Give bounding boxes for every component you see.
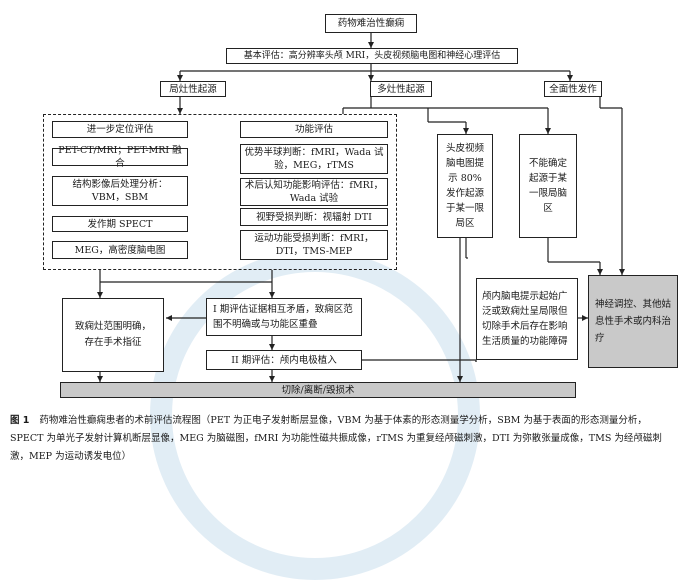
generalized-seizure-box: 全面性发作 bbox=[544, 81, 602, 97]
cannot-determine-box: 不能确定起源于某一限局脑区 bbox=[519, 134, 577, 238]
focal-origin-box: 局灶性起源 bbox=[160, 81, 226, 97]
figure-caption-text: 药物难治性癫痫患者的术前评估流程图（PET 为正电子发射断层显像，VBM 为基于… bbox=[10, 415, 662, 462]
intracranial-eeg-box: 颅内脑电提示起始广泛或致痫灶呈局限但切除手术后存在影响生活质量的功能障碍 bbox=[476, 278, 578, 360]
pet-mri-box: PET-CT/MRI；PET-MRI 融合 bbox=[52, 145, 188, 169]
dominant-hemisphere-box: 优势半球判断：fMRI，Wada 试验，MEG，rTMS bbox=[240, 144, 388, 174]
cognitive-impact-box: 术后认知功能影响评估：fMRI，Wada 试验 bbox=[240, 178, 388, 206]
structural-postprocess-box: 结构影像后处理分析：VBM，SBM bbox=[52, 176, 188, 206]
further-localization-title: 进一步定位评估 bbox=[52, 121, 188, 138]
function-eval-title: 功能评估 bbox=[240, 121, 388, 138]
surgery-box: 切除/离断/毁损术 bbox=[60, 382, 576, 398]
motor-function-box: 运动功能受损判断：fMRI，DTI，TMS-MEP bbox=[240, 230, 388, 260]
flow-connectors bbox=[97, 33, 625, 382]
phase2-eval-box: II 期评估：颅内电极植入 bbox=[206, 350, 362, 370]
meg-eeg-box: MEG，高密度脑电图 bbox=[52, 241, 188, 259]
presurgical-evaluation-group bbox=[43, 114, 397, 270]
multifocal-origin-box: 多灶性起源 bbox=[370, 81, 432, 97]
phase1-conflict-box: I 期评估证据相互矛盾，致痫区范围不明确或与功能区重叠 bbox=[206, 298, 362, 336]
ictal-spect-box: 发作期 SPECT bbox=[52, 216, 188, 232]
refractory-epilepsy-box: 药物难治性癫痫 bbox=[325, 14, 417, 33]
scalp-eeg-localized-box: 头皮视频脑电图提示 80% 发作起源于某一限局区 bbox=[437, 134, 493, 238]
basic-evaluation-box: 基本评估：高分辨率头颅 MRI，头皮视频脑电图和神经心理评估 bbox=[226, 48, 518, 64]
neuromodulation-box: 神经调控、其他姑息性手术或内科治疗 bbox=[588, 275, 678, 368]
visual-field-box: 视野受损判断：视辐射 DTI bbox=[240, 208, 388, 226]
epileptic-focus-clear-box: 致痫灶范围明确，存在手术指征 bbox=[62, 298, 164, 372]
figure-number: 图 1 bbox=[10, 415, 30, 426]
